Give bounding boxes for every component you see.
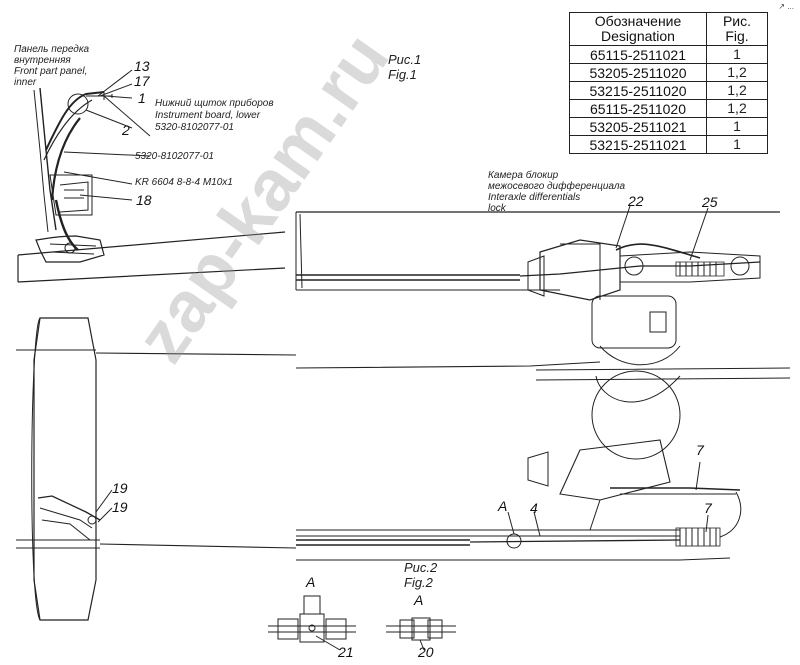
designation-cell: 65115-2511021 <box>569 45 707 64</box>
front-panel-label-ru2: внутренняя <box>14 55 71 66</box>
part-number-label: 5320-8102077-01 <box>155 122 234 133</box>
callout-19: 19 <box>112 480 128 496</box>
fitting-label: KR 6604 8-8-4 M10x1 <box>135 177 233 188</box>
detail-a-marker: A <box>306 574 316 590</box>
fig2-caption-en: Fig.2 <box>404 575 433 590</box>
chamber-label-ru2: межосевого дифференциала <box>488 181 626 192</box>
chamber-label-en2: lock <box>488 203 506 214</box>
callout-13: 13 <box>134 58 150 74</box>
designation-table: Обозначение Designation Рис. Fig. 65115-… <box>569 12 768 154</box>
instrument-board-label-ru: Нижний щиток приборов <box>155 98 274 109</box>
designation-cell: 53205-2511020 <box>569 63 707 82</box>
callout-7: 7 <box>704 500 712 516</box>
callout-4: 4 <box>530 500 538 516</box>
callout-17: 17 <box>134 73 150 89</box>
callout-22: 22 <box>628 193 644 209</box>
front-panel-label-ru1: Панель передка <box>14 44 90 55</box>
front-panel-assembly <box>17 69 286 283</box>
fig-cell: 1 <box>706 45 768 64</box>
designation-cell: 53205-2511021 <box>569 117 707 136</box>
designation-cell: 65115-2511020 <box>569 99 707 118</box>
front-panel-label-en2: inner <box>14 77 37 88</box>
fig1-caption-ru: Рис.1 <box>388 52 422 67</box>
detail-a-marker: A <box>414 592 424 608</box>
callout-7: 7 <box>696 442 704 458</box>
fig2-caption-ru: Рис.2 <box>404 560 438 575</box>
fig-cell: 1,2 <box>706 81 768 100</box>
part-number-label: 5320-8102077-01 <box>135 151 214 162</box>
corner-mark: ↗ ... <box>778 2 794 11</box>
frame-plan-view <box>16 317 791 621</box>
table-header: Обозначение Designation Рис. Fig. <box>569 12 768 46</box>
callout-2: 2 <box>122 122 130 138</box>
fig2-detail-coupler <box>386 617 456 651</box>
fig1-caption-en: Fig.1 <box>388 67 417 82</box>
front-panel-label-en1: Front part panel, <box>14 66 88 77</box>
fig-cell: 1,2 <box>706 99 768 118</box>
instrument-board-label-en: Instrument board, lower <box>155 110 261 121</box>
callout-19: 19 <box>112 499 128 515</box>
frame-side-view <box>295 205 780 366</box>
detail-a-marker: A <box>498 498 508 514</box>
chamber-label-ru1: Камера блокир <box>488 170 559 181</box>
callout-1: 1 <box>138 90 146 106</box>
callout-20: 20 <box>418 644 434 660</box>
designation-cell: 53215-2511021 <box>569 135 707 154</box>
callout-25: 25 <box>702 194 718 210</box>
fig-cell: 1,2 <box>706 63 768 82</box>
designation-cell: 53215-2511020 <box>569 81 707 100</box>
fig2-detail-tee <box>268 595 356 651</box>
callout-18: 18 <box>136 192 152 208</box>
designation-header: Обозначение Designation <box>569 12 707 46</box>
fig-cell: 1 <box>706 135 768 154</box>
fig-cell: 1 <box>706 117 768 136</box>
callout-21: 21 <box>338 644 354 660</box>
chamber-label-en1: Interaxle differentials <box>488 192 581 203</box>
fig-header: Рис. Fig. <box>706 12 768 46</box>
